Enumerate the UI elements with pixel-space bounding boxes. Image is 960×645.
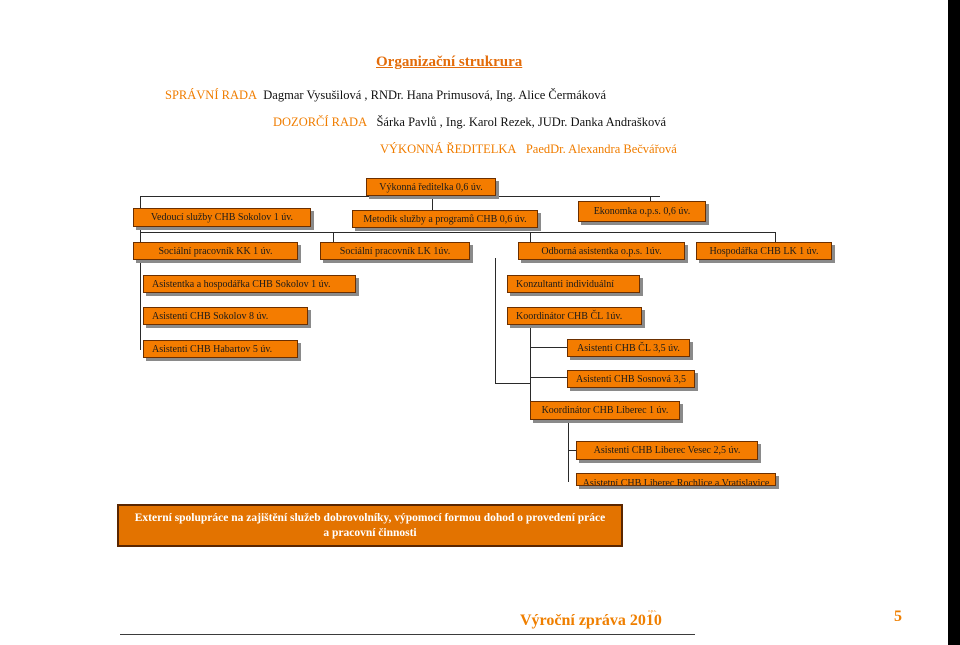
footer-small-text: o.p.s. [648, 608, 657, 613]
footer-divider [120, 634, 695, 635]
vykonna-reditelka-row: VÝKONNÁ ŘEDITELKA PaedDr. Alexandra Bečv… [380, 142, 677, 157]
page-right-border [948, 0, 960, 645]
org-box-asistentka-hospodarka: Asistentka a hospodářka CHB Sokolov 1 úv… [143, 275, 356, 293]
org-box-metodik: Metodik služby a programů CHB 0,6 úv. [352, 210, 538, 228]
org-box-hospodarka-lk: Hospodářka CHB LK 1 úv. [696, 242, 832, 260]
vykonna-reditelka-name: PaedDr. Alexandra Bečvářová [525, 142, 677, 156]
connector [530, 377, 568, 378]
page-title: Organizační strukrura [376, 54, 523, 70]
connector [568, 420, 569, 482]
page-number: 5 [894, 608, 902, 625]
connector [530, 347, 568, 348]
spravni-rada-row: SPRÁVNÍ RADA Dagmar Vysušilová , RNDr. H… [165, 88, 606, 103]
connector [530, 328, 531, 410]
org-box-koordinator-cl: Koordinátor CHB ČL 1úv. [507, 307, 642, 325]
connector [568, 450, 578, 451]
org-box-asistenti-vesec: Asistenti CHB Liberec Vesec 2,5 úv. [576, 441, 758, 460]
dozorci-rada-names: Šárka Pavlů , Ing. Karol Rezek, JUDr. Da… [376, 115, 666, 129]
vykonna-reditelka-label: VÝKONNÁ ŘEDITELKA [380, 142, 517, 156]
connector [140, 196, 660, 197]
connector [140, 232, 775, 233]
connector [775, 232, 776, 244]
connector [495, 258, 496, 383]
org-box-asistenti-rochlice: Asistetní CHB Liberec Rochlice a Vratisl… [576, 473, 776, 486]
connector [495, 383, 530, 384]
org-box-vykonna-reditelka: Výkonná ředitelka 0,6 úv. [366, 178, 496, 196]
org-box-asistenti-sokolov: Asistenti CHB Sokolov 8 úv. [143, 307, 308, 325]
external-cooperation-box: Externí spolupráce na zajištění služeb d… [117, 504, 623, 547]
org-box-asistenti-cl: Asistenti CHB ČL 3,5 úv. [567, 339, 690, 357]
connector [140, 196, 141, 212]
connector [333, 232, 334, 244]
connector [432, 192, 433, 210]
org-box-socialni-pracovnik-kk: Sociální pracovník KK 1 úv. [133, 242, 298, 260]
org-box-ekonomka: Ekonomka o.p.s. 0,6 úv. [578, 201, 706, 222]
connector [140, 226, 141, 350]
org-box-koordinator-liberec: Koordinátor CHB Liberec 1 úv. [530, 401, 680, 420]
dozorci-rada-row: DOZORČÍ RADA Šárka Pavlů , Ing. Karol Re… [273, 115, 666, 130]
spravni-rada-label: SPRÁVNÍ RADA [165, 88, 258, 102]
org-box-odborna-asistentka: Odborná asistentka o.p.s. 1úv. [518, 242, 685, 260]
connector [650, 196, 651, 202]
footer-report-title: Výroční zpráva 2010 [520, 612, 662, 629]
org-box-vedouci-sluzby: Vedoucí služby CHB Sokolov 1 úv. [133, 208, 311, 227]
dozorci-rada-label: DOZORČÍ RADA [273, 115, 368, 129]
org-box-asistenti-sosnova: Asistenti CHB Sosnová 3,5 [567, 370, 695, 388]
connector [530, 232, 531, 244]
org-box-konzultanti: Konzultanti individuální [507, 275, 640, 293]
org-box-asistenti-habartov: Asistenti CHB Habartov 5 úv. [143, 340, 298, 358]
external-cooperation-line2: a pracovní činnosti [323, 526, 417, 539]
org-box-socialni-pracovnik-lk: Sociální pracovník LK 1úv. [320, 242, 470, 260]
external-cooperation-line1: Externí spolupráce na zajištění služeb d… [134, 511, 606, 524]
spravni-rada-names: Dagmar Vysušilová , RNDr. Hana Primusová… [263, 88, 607, 102]
